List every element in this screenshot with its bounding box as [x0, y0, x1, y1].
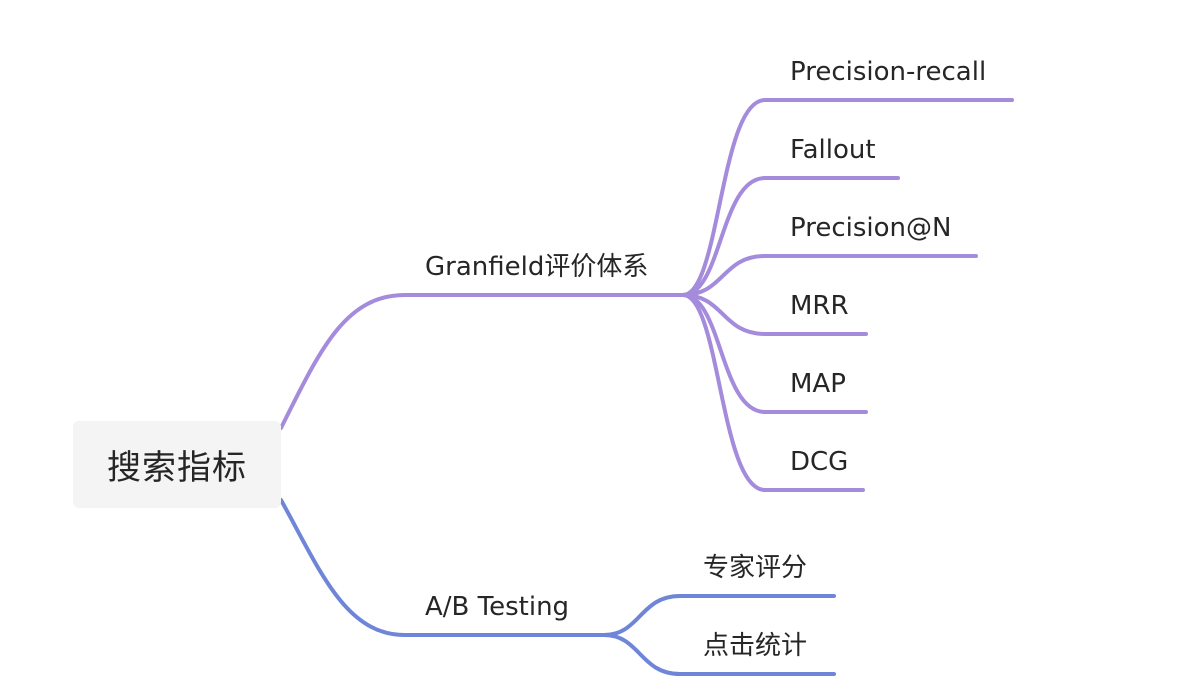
leaf-node-expert-rating[interactable]: 专家评分 [703, 553, 808, 583]
leaf-node-precision-recall[interactable]: Precision-recall [790, 57, 987, 87]
connector-granfield-map [681, 293, 868, 414]
connector-abtesting-click [602, 633, 836, 676]
leaf-node-click-stats[interactable]: 点击统计 [703, 631, 808, 661]
root-node-label: 搜索指标 [107, 448, 247, 488]
connector-granfield-precision-n [681, 254, 978, 297]
leaf-node-mrr[interactable]: MRR [790, 291, 849, 321]
connector-granfield-fallout [681, 176, 900, 297]
connector-root-abtesting [279, 498, 606, 637]
leaf-node-map[interactable]: MAP [790, 369, 846, 399]
connector-granfield-mrr [681, 293, 868, 336]
connector-abtesting-expert [602, 594, 836, 637]
branch-node-abtesting[interactable]: A/B Testing [425, 592, 570, 622]
leaf-node-fallout[interactable]: Fallout [790, 135, 876, 165]
branch-node-granfield[interactable]: Granfield评价体系 [425, 252, 649, 282]
connector-root-granfield [279, 293, 685, 430]
connector-granfield-precision-recall [681, 98, 1014, 297]
leaf-node-dcg[interactable]: DCG [790, 447, 849, 477]
connector-granfield-dcg [681, 293, 865, 492]
root-node[interactable]: 搜索指标 [73, 421, 281, 508]
leaf-node-precision-at-n[interactable]: Precision@N [790, 213, 952, 243]
